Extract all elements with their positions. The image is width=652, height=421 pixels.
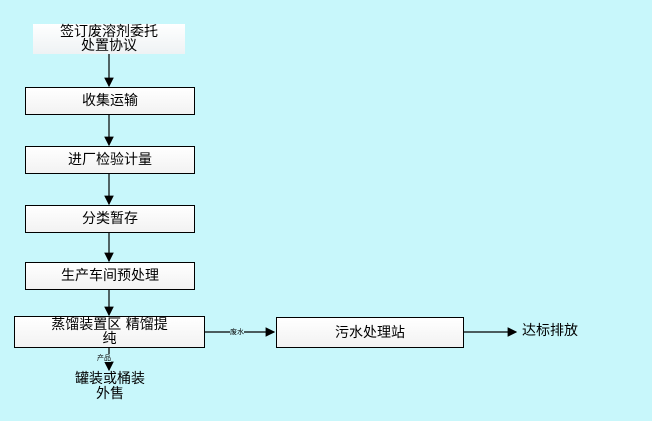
step-collect-label: 收集运输 [82, 93, 138, 109]
edge-label-product: 产品 [97, 354, 111, 362]
step-wastewater-station: 污水处理站 [276, 317, 464, 348]
edge-label-wastewater: 废水 [230, 328, 244, 336]
step-collect-transport: 收集运输 [25, 87, 195, 115]
step-discharge: 达标排放 [522, 323, 578, 339]
step-sale: 罐装或桶装 外售 [52, 372, 168, 402]
step-sign-agreement: 签订废溶剂委托 处置协议 [33, 24, 185, 54]
step-classify-store: 分类暂存 [25, 205, 195, 233]
step-distill-line1: 蒸馏装置区 精馏提 [51, 317, 168, 333]
step-pretreatment: 生产车间预处理 [25, 262, 195, 290]
step-distillation: 蒸馏装置区 精馏提 纯 [14, 316, 205, 348]
step-wastewater-label: 污水处理站 [335, 324, 405, 341]
step-sale-line1: 罐装或桶装 [75, 371, 145, 387]
step-pretreat-label: 生产车间预处理 [61, 268, 159, 284]
step-sale-line2: 外售 [96, 386, 124, 402]
step-classify-label: 分类暂存 [82, 211, 138, 227]
step-sign-line2: 处置协议 [81, 38, 137, 54]
step-inspect-label: 进厂检验计量 [68, 152, 152, 168]
step-distill-line2: 纯 [102, 331, 117, 347]
step-sign-line1: 签订废溶剂委托 [60, 24, 158, 40]
step-inspect-measure: 进厂检验计量 [25, 146, 195, 174]
